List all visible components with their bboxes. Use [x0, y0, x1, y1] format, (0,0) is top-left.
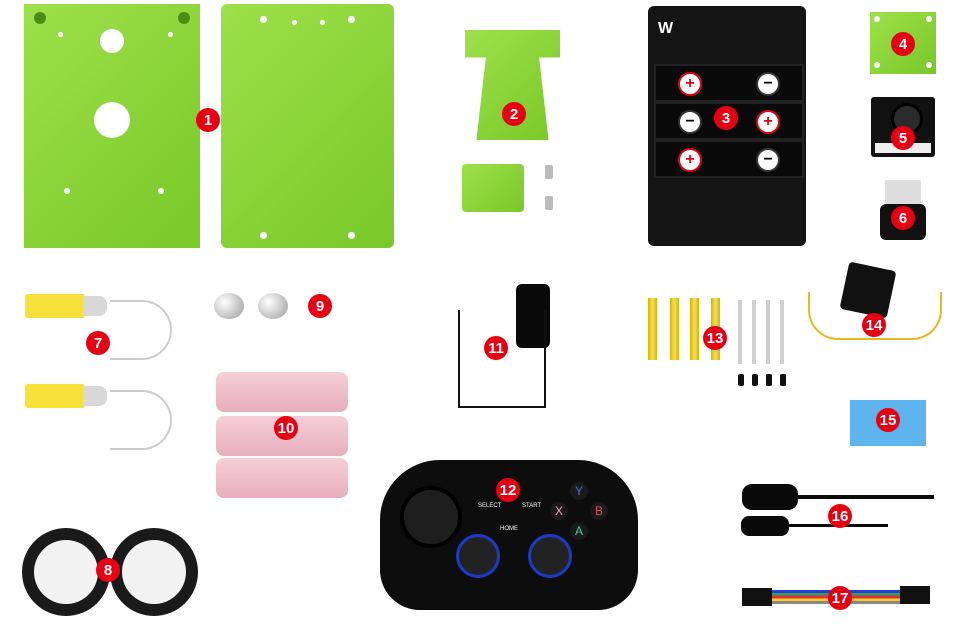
fan-cable [808, 292, 942, 340]
component-badge-2: 2 [502, 102, 526, 126]
brass-standoff [690, 298, 699, 360]
right-joystick[interactable] [528, 534, 572, 578]
component-badge-14: 14 [862, 313, 886, 337]
wheel [110, 528, 198, 616]
polarity-minus: − [678, 110, 702, 134]
button-x[interactable]: X [550, 502, 568, 520]
component-badge-7: 7 [86, 331, 110, 355]
button-y[interactable]: Y [570, 482, 588, 500]
component-badge-4: 4 [891, 32, 915, 56]
home-label: HOME [500, 526, 518, 532]
polarity-plus: + [756, 110, 780, 134]
polarity-minus: − [756, 148, 780, 172]
ball-caster [258, 293, 288, 319]
long-screw [766, 300, 770, 364]
dc-gear-motor [25, 384, 107, 408]
component-badge-6: 6 [891, 206, 915, 230]
component-badge-13: 13 [703, 326, 727, 350]
start-label: START [522, 503, 542, 509]
chassis-plate-bottom [24, 4, 200, 248]
black-screw [766, 374, 772, 386]
polarity-plus: + [678, 148, 702, 172]
long-screw [752, 300, 756, 364]
standoff-screw [545, 196, 553, 210]
button-b[interactable]: B [590, 502, 608, 520]
component-badge-16: 16 [828, 504, 852, 528]
black-screw [738, 374, 744, 386]
left-joystick[interactable] [456, 534, 500, 578]
dpad[interactable] [400, 486, 462, 548]
polarity-plus: + [678, 72, 702, 96]
component-badge-1: 1 [196, 108, 220, 132]
standoff-screw [545, 165, 553, 179]
select-label: SELECT [478, 503, 502, 509]
component-badge-8: 8 [96, 558, 120, 582]
18650-battery [216, 372, 348, 412]
18650-battery [216, 458, 348, 498]
motor-wire [110, 390, 172, 450]
screwdriver-large [742, 484, 798, 510]
component-badge-9: 9 [308, 294, 332, 318]
black-screw [780, 374, 786, 386]
power-adapter-cable [458, 310, 546, 408]
component-badge-3: 3 [714, 106, 738, 130]
component-badge-12: 12 [496, 478, 520, 502]
brass-standoff [670, 298, 679, 360]
black-screw [752, 374, 758, 386]
component-badge-11: 11 [484, 336, 508, 360]
screwdriver-shaft [796, 495, 934, 499]
button-a[interactable]: A [570, 522, 588, 540]
wheel [22, 528, 110, 616]
usb-wifi-adapter [885, 180, 921, 204]
brass-standoff [648, 298, 657, 360]
dc-gear-motor [25, 294, 107, 318]
component-badge-17: 17 [828, 586, 852, 610]
ball-caster [214, 293, 244, 319]
bracket-small-part [462, 164, 524, 212]
long-screw [738, 300, 742, 364]
cable-connector [742, 588, 772, 606]
component-badge-5: 5 [891, 126, 915, 150]
component-badge-10: 10 [274, 416, 298, 440]
motor-wire [110, 300, 172, 360]
cable-connector [900, 586, 930, 604]
long-screw [780, 300, 784, 364]
brand-logo: W [658, 20, 674, 37]
component-badge-15: 15 [876, 408, 900, 432]
polarity-minus: − [756, 72, 780, 96]
chassis-plate-top [221, 4, 394, 248]
screwdriver-small [741, 516, 789, 536]
